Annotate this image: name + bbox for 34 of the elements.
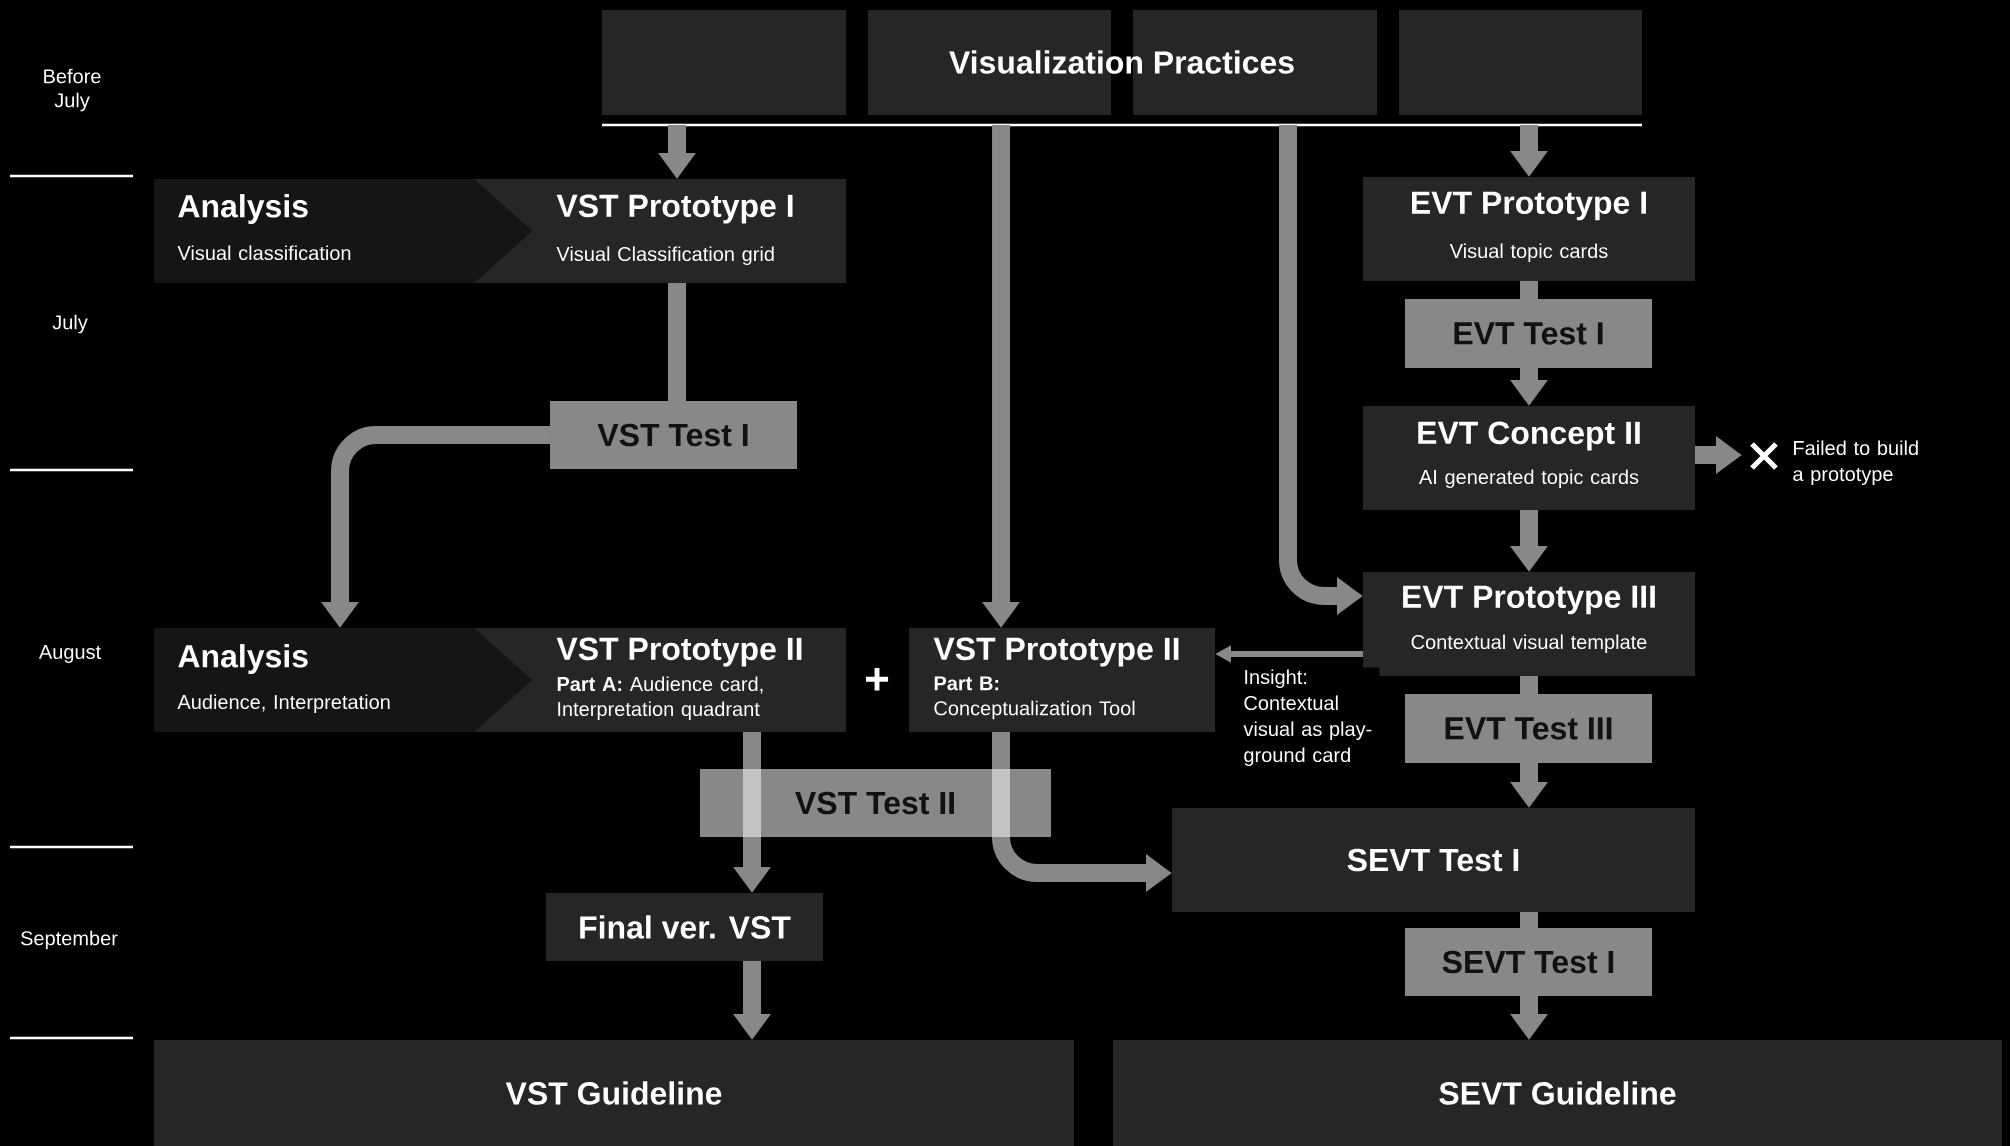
chevron-box: Analysis Visual classification <box>154 179 532 283</box>
process-box: VST Guideline <box>154 1040 1074 1146</box>
chevron-box: Analysis Audience, Interpretation <box>154 628 532 732</box>
edge-label: Insight: Contextual visual as play-ground card <box>1241 667 1380 769</box>
test-box: VST Test I <box>550 401 797 469</box>
test-box: VST Test II <box>700 769 1051 837</box>
process-box: VST Prototype II Part A: Audience card, Interpretation quadrant <box>474 628 846 732</box>
connector-line <box>1520 676 1538 694</box>
process-box: SEVT Test I <box>1172 808 1695 912</box>
connector-line <box>1520 912 1538 928</box>
time-label: July <box>52 314 88 334</box>
connector-line <box>743 732 761 769</box>
process-box: EVT Prototype III Contextual visual template <box>1363 572 1695 676</box>
practices-band: Visualization Practices <box>602 50 1642 127</box>
cross-icon <box>1749 441 1779 471</box>
note-text: Failed to build a prototype <box>1793 440 1918 486</box>
process-box: SEVT Guideline <box>1113 1040 2002 1146</box>
empty-box <box>1399 10 1642 115</box>
connector-line <box>668 283 686 401</box>
plus-sign: + <box>866 668 889 691</box>
test-box: EVT Test III <box>1405 694 1652 763</box>
process-box: Final ver. VST <box>546 893 823 961</box>
process-box: EVT Concept II AI generated topic cards <box>1363 406 1695 510</box>
time-label: September <box>21 930 118 950</box>
test-box: SEVT Test I <box>1405 928 1652 996</box>
time-label: August <box>38 645 101 663</box>
process-box: VST Prototype I Visual Classification grid <box>474 179 846 283</box>
empty-box <box>602 10 846 115</box>
process-box: VST Prototype II Part B: Conceptualization Tool <box>909 628 1215 732</box>
test-box: EVT Test I <box>1405 299 1652 368</box>
process-box: EVT Prototype I Visual topic cards <box>1363 177 1695 281</box>
connector-line <box>1520 281 1538 299</box>
time-label: Before July <box>44 68 101 112</box>
connector-line <box>992 732 1010 769</box>
